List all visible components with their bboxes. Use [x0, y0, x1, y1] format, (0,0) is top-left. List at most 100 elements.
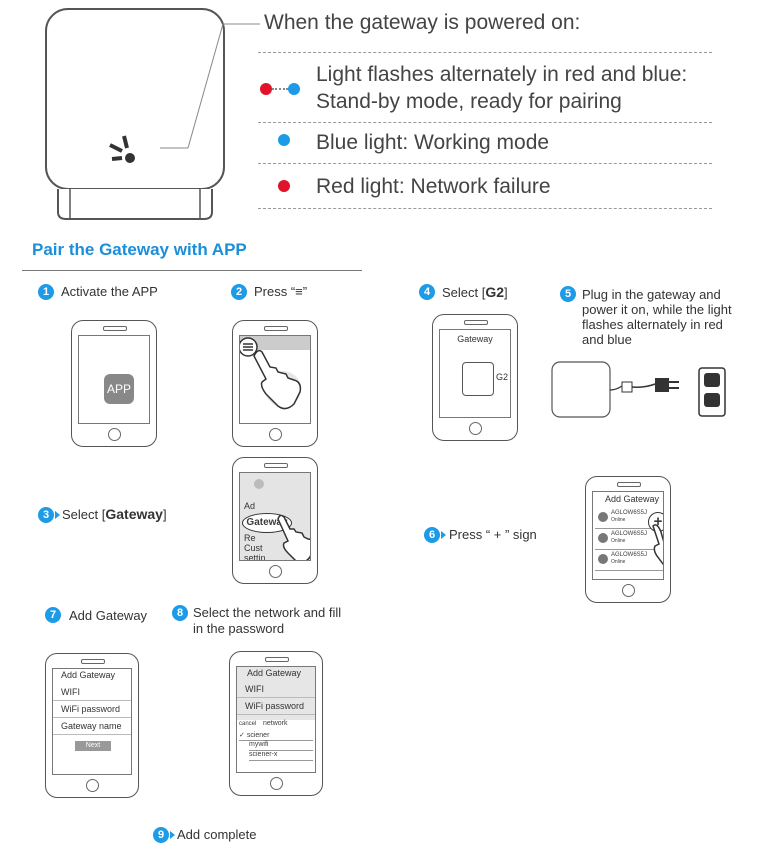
device-list-item[interactable]: AGLOW6S5J Online — [595, 529, 663, 550]
step-3-suffix: ] — [162, 507, 167, 522]
device-list-item[interactable]: AGLOW6S5J Online — [595, 508, 663, 529]
device-status: Online — [611, 559, 626, 565]
step-1-text: Activate the APP — [61, 284, 158, 299]
step-9-text: Add complete — [177, 827, 257, 842]
home-button — [269, 565, 282, 578]
hand-pointer-icon — [277, 515, 310, 560]
step-5-text-line3: flashes alternately in red — [582, 317, 723, 332]
step-8-text-line1: Select the network and fill — [193, 605, 342, 620]
step-4-number: 4 — [419, 284, 435, 300]
blue-dot-icon — [288, 83, 300, 95]
phone-screen: Gateway G2 — [439, 329, 511, 418]
wifi-password-field[interactable]: WiFi password — [53, 702, 131, 718]
device-icon — [598, 533, 608, 543]
step-2-number: 2 — [231, 284, 247, 300]
next-button[interactable]: Next — [75, 741, 111, 751]
step-7-text: Add Gateway — [69, 608, 148, 623]
phone-step-1: APP — [71, 320, 157, 447]
network-picker: cancel network ✓ sciener mywifi sciener-… — [237, 720, 315, 772]
phone-screen: Ad Gateway Re Cust settin — [239, 472, 311, 561]
screen-header: Add Gateway — [61, 670, 116, 680]
red-dot-icon — [278, 180, 290, 192]
wifi-field[interactable]: WIFI — [237, 682, 315, 698]
phone-step-6: Add Gateway AGLOW6S5J Online AGLOW6S5J O… — [585, 476, 671, 603]
blue-dot-icon — [278, 134, 290, 146]
phone-screen — [239, 335, 311, 424]
network-option[interactable]: mywifi — [249, 741, 313, 751]
step-9-number: 9 — [153, 827, 169, 843]
step-5-text-line2: power it on, while the light — [582, 302, 732, 317]
step-6-number: 6 — [424, 527, 440, 543]
device-name: AGLOW6S5J — [611, 531, 648, 537]
check-icon: ✓ — [239, 732, 245, 739]
phone-speaker — [103, 326, 127, 331]
divider — [258, 122, 712, 123]
step-4-prefix: Select [ — [442, 285, 486, 300]
phone-speaker — [264, 326, 288, 331]
screen-header: Add Gateway — [247, 668, 302, 678]
network-option[interactable]: sciener-x — [249, 751, 313, 761]
red-dot-icon — [260, 83, 272, 95]
home-button — [86, 779, 99, 792]
device-name: AGLOW6S5J — [611, 552, 648, 558]
phone-speaker — [464, 320, 488, 325]
menu-item-re[interactable]: Re — [244, 533, 256, 543]
section-title: Pair the Gateway with APP — [32, 240, 247, 259]
gateway-device-illustration — [44, 7, 226, 222]
status-working: Blue light: Working mode — [316, 131, 550, 154]
device-icon — [598, 512, 608, 522]
section-underline — [22, 270, 362, 271]
divider — [258, 52, 712, 53]
step-1-number: 1 — [38, 284, 54, 300]
step-5-text-line4: and blue — [582, 332, 632, 347]
device-status: Online — [611, 538, 626, 544]
step-3-number: 3 — [38, 507, 54, 523]
step-4-suffix: ] — [504, 285, 508, 300]
network-name: sciener-x — [249, 751, 278, 758]
menu-item-cust[interactable]: Cust — [244, 543, 263, 553]
hand-pointer-icon — [240, 337, 302, 410]
phone-screen: Add Gateway WIFI WiFi password cancel ne… — [236, 666, 316, 773]
phone-step-8: Add Gateway WIFI WiFi password cancel ne… — [229, 651, 323, 796]
status-standby-line1: Light flashes alternately in red and blu… — [316, 63, 688, 86]
phone-speaker — [81, 659, 105, 664]
step-5-number: 5 — [560, 286, 576, 302]
network-option[interactable]: ✓ sciener — [239, 731, 313, 741]
step-3-bold: Gateway — [105, 506, 163, 522]
step-6-text: Press “ + ” sign — [449, 527, 537, 542]
wifi-password-field[interactable]: WiFi password — [237, 699, 315, 715]
device-icon — [598, 554, 608, 564]
home-button — [622, 584, 635, 597]
step-7-number: 7 — [45, 607, 61, 623]
step-9-arrow-icon — [170, 831, 175, 839]
step-3-text: Select [Gateway] — [62, 506, 167, 523]
app-icon[interactable]: APP — [104, 374, 134, 404]
network-name: mywifi — [249, 741, 269, 748]
home-button — [469, 422, 482, 435]
status-title: When the gateway is powered on: — [264, 11, 581, 34]
step-3-prefix: Select [ — [62, 507, 106, 522]
phone-speaker — [265, 657, 289, 662]
screen-header: Add Gateway — [605, 494, 660, 504]
step-3-arrow-icon — [55, 511, 60, 519]
phone-screen: Add Gateway WIFI WiFi password Gateway n… — [52, 668, 132, 775]
step-2-text: Press “≡” — [254, 284, 308, 299]
divider — [258, 163, 712, 164]
phone-step-3: Ad Gateway Re Cust settin — [232, 457, 318, 584]
step-6-arrow-icon — [441, 531, 446, 539]
phone-speaker — [264, 463, 288, 468]
step-8-number: 8 — [172, 605, 188, 621]
home-button — [269, 428, 282, 441]
device-list-item[interactable]: AGLOW6S5J Online — [595, 550, 663, 571]
device-name: AGLOW6S5J — [611, 510, 648, 516]
gateway-name-field[interactable]: Gateway name — [53, 719, 131, 735]
wifi-field[interactable]: WIFI — [53, 685, 131, 701]
device-card[interactable] — [462, 362, 494, 396]
device-status: Online — [611, 517, 626, 523]
cancel-button[interactable]: cancel — [239, 721, 257, 727]
hand-pointer-icon — [652, 524, 663, 565]
phone-screen: APP — [78, 335, 150, 424]
menu-item-add[interactable]: Ad — [244, 501, 256, 511]
home-button — [108, 428, 121, 441]
menu-item-settings[interactable]: settin — [244, 553, 266, 561]
